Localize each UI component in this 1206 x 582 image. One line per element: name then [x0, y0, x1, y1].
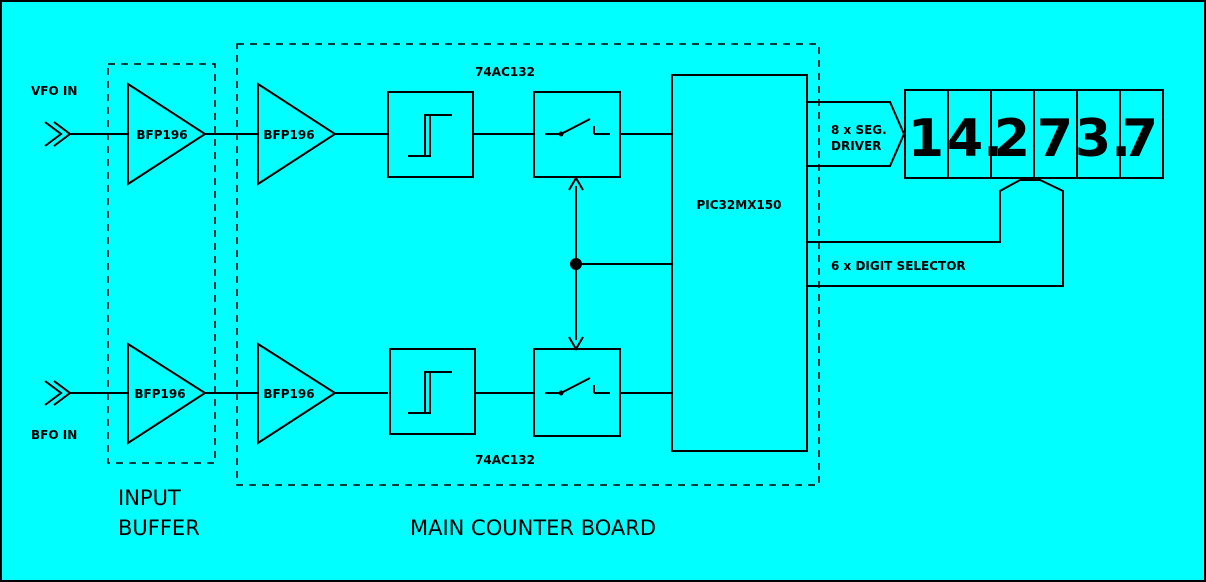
- schmitt-trigger-bottom: [389, 348, 476, 435]
- display-digit-3: 2: [994, 109, 1030, 169]
- display-digit-5: 3.: [1075, 109, 1131, 169]
- seven-segment-display: 1 4. 2 7 3. 7: [904, 89, 1164, 179]
- chip-top-label: 74AC132: [475, 65, 535, 79]
- arrow-down-icon: [568, 336, 584, 351]
- gate-control-line: [568, 176, 672, 351]
- mcu-label: PIC32MX150: [696, 198, 781, 212]
- chip-bottom-label: 74AC132: [475, 453, 535, 467]
- main-amp-top-label: BFP196: [263, 128, 314, 142]
- switch-icon: [560, 118, 591, 135]
- arrow-up-icon: [568, 176, 584, 191]
- microcontroller: PIC32MX150: [671, 74, 808, 452]
- display-digit-6: 7: [1122, 109, 1158, 169]
- bfo-input-label: BFO IN: [31, 428, 77, 442]
- main-amp-bottom-label: BFP196: [263, 387, 314, 401]
- digit-selector-label: 6 x DIGIT SELECTOR: [831, 259, 966, 273]
- input-buffer-label-2: BUFFER: [118, 516, 200, 540]
- segment-driver-label-2: DRIVER: [831, 139, 881, 153]
- gate-switch-top: [533, 91, 621, 178]
- switch-icon: [560, 377, 591, 394]
- segment-driver-bus: 8 x SEG. DRIVER: [806, 101, 906, 167]
- main-amp-top: BFP196: [257, 82, 337, 186]
- buffer-amp-top: BFP196: [127, 82, 207, 186]
- vfo-input-label: VFO IN: [31, 84, 77, 98]
- schmitt-trigger-top: [387, 91, 474, 178]
- main-amp-bottom: BFP196: [257, 342, 337, 445]
- main-counter-board-frame: [236, 43, 820, 486]
- buffer-amp-bottom: BFP196: [127, 342, 207, 445]
- digit-selector-bus: 6 x DIGIT SELECTOR: [807, 179, 1064, 287]
- buffer-amp-top-label: BFP196: [136, 128, 187, 142]
- junction-dot: [570, 258, 582, 270]
- input-buffer-label-1: INPUT: [118, 486, 181, 510]
- display-digit-1: 1: [908, 109, 944, 169]
- buffer-amp-bottom-label: BFP196: [134, 387, 185, 401]
- main-counter-board-label: MAIN COUNTER BOARD: [410, 516, 656, 540]
- display-digit-2: 4.: [947, 109, 1003, 169]
- display-digit-4: 7: [1037, 109, 1073, 169]
- segment-driver-label-1: 8 x SEG.: [831, 123, 887, 137]
- input-buffer-frame: [107, 63, 216, 464]
